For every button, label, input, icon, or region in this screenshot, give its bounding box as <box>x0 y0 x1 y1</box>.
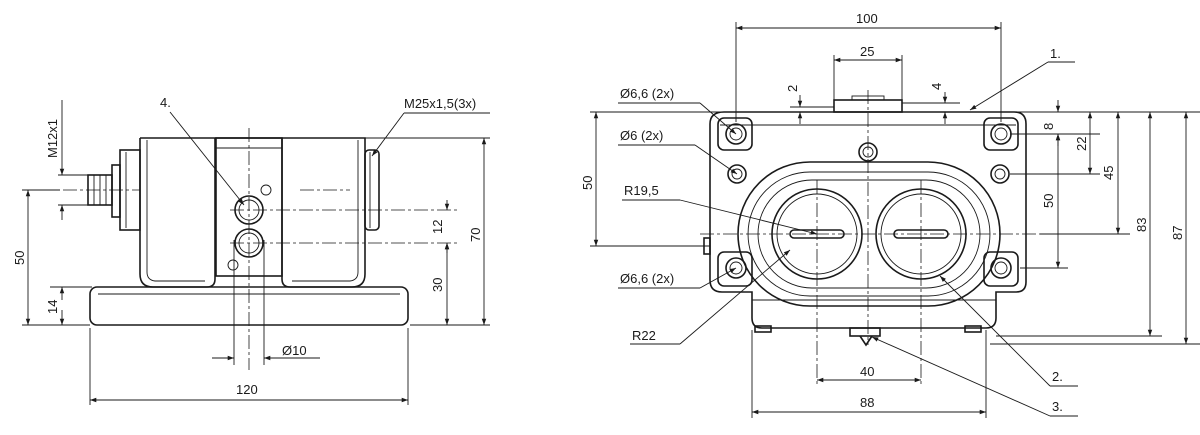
dim-4: 4 <box>929 83 944 90</box>
label-r195: R19,5 <box>624 183 659 198</box>
dim-100: 100 <box>856 11 878 26</box>
dim-dia10: Ø10 <box>282 343 307 358</box>
cable-gland-right <box>364 149 380 231</box>
dim-2: 2 <box>785 85 800 92</box>
label-m12x1: M12x1 <box>45 119 60 158</box>
dim-87: 87 <box>1170 226 1185 240</box>
dim-50-left: 50 <box>12 251 27 265</box>
dim-40: 40 <box>860 364 874 379</box>
dim-8: 8 <box>1041 123 1056 130</box>
callout-2: 2. <box>1052 369 1063 384</box>
label-m25: M25x1,5(3x) <box>404 96 476 111</box>
callout-3: 3. <box>1052 399 1063 414</box>
dim-22: 22 <box>1074 137 1089 151</box>
dim-50-front: 50 <box>580 176 595 190</box>
housing-outline <box>709 111 1027 329</box>
dim-50-right: 50 <box>1041 194 1056 208</box>
dim-12: 12 <box>430 220 445 234</box>
housing-body <box>139 137 366 288</box>
callout-4: 4. <box>160 95 171 110</box>
oval-window <box>737 161 1001 307</box>
dim-120: 120 <box>236 382 258 397</box>
callout-1: 1. <box>1050 46 1061 61</box>
label-r22: R22 <box>632 328 656 343</box>
dim-83: 83 <box>1134 218 1149 232</box>
dim-45: 45 <box>1101 166 1116 180</box>
dim-14: 14 <box>45 300 60 314</box>
label-hole-66-top: Ø6,6 (2x) <box>620 86 674 101</box>
dim-25: 25 <box>860 44 874 59</box>
right-front-view: 100 25 2 4 8 50 22 45 <box>580 11 1200 418</box>
dim-30: 30 <box>430 278 445 292</box>
label-hole-6: Ø6 (2x) <box>620 128 663 143</box>
dim-88: 88 <box>860 395 874 410</box>
dim-70: 70 <box>468 228 483 242</box>
label-hole-66-bottom: Ø6,6 (2x) <box>620 271 674 286</box>
left-side-view: M12x1 50 14 4. M25x1,5(3x) 12 30 70 <box>12 95 490 405</box>
